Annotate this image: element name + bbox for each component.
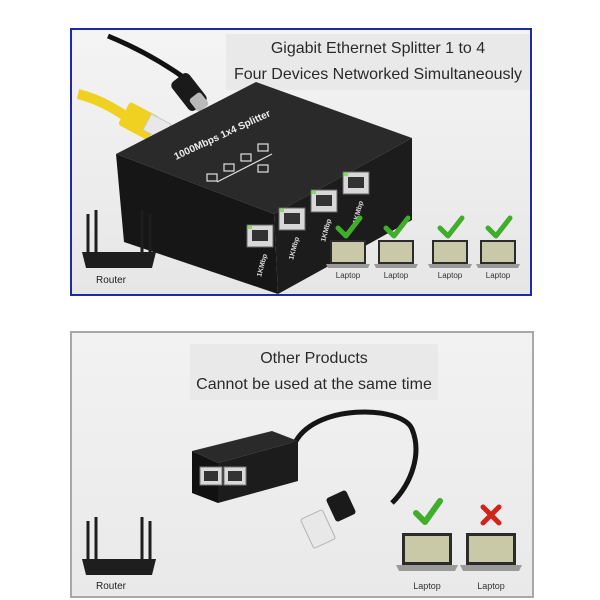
caption-title: Other Products	[260, 350, 368, 367]
router	[82, 210, 156, 268]
check-icon	[335, 215, 363, 239]
laptop-label-2: Laptop	[477, 581, 505, 591]
check-icon	[485, 215, 513, 239]
laptop-icon	[460, 533, 522, 571]
topology-icon	[206, 143, 273, 183]
usb-c-plug	[171, 73, 209, 112]
laptop-icon	[374, 240, 418, 268]
splitter-panel: Gigabit Ethernet Splitter 1 to 4 Four De…	[70, 28, 532, 296]
check-icon	[413, 498, 443, 525]
other-products-caption: Other Products Cannot be used at the sam…	[190, 344, 438, 400]
cross-icon	[480, 504, 502, 526]
splitter-caption: Gigabit Ethernet Splitter 1 to 4 Four De…	[226, 34, 530, 90]
laptop-icon	[326, 240, 370, 268]
check-icon	[383, 215, 411, 239]
caption-title: Gigabit Ethernet Splitter 1 to 4	[270, 40, 486, 57]
laptop-icon	[476, 240, 520, 268]
splitter-illustration	[76, 33, 412, 294]
caption-subtitle: Four Devices Networked Simultaneously	[233, 66, 523, 83]
laptop-row	[326, 215, 520, 268]
port-1	[246, 224, 274, 248]
laptop-icon	[428, 240, 472, 268]
laptop-label-1: Laptop	[335, 271, 361, 280]
port-4	[342, 171, 370, 195]
router-label: Router	[96, 275, 127, 286]
router	[82, 517, 156, 575]
check-icon	[437, 215, 465, 239]
laptop-label-1: Laptop	[413, 581, 441, 591]
port-2	[278, 207, 306, 231]
laptop-label-2: Laptop	[383, 271, 409, 280]
laptop-icon	[396, 533, 458, 571]
dual-port-adapter	[192, 431, 298, 503]
router-label: Router	[96, 581, 127, 592]
adapter-illustration	[82, 409, 522, 575]
laptop-label-4: Laptop	[485, 271, 511, 280]
laptop-label-3: Laptop	[437, 271, 463, 280]
splitter-device	[116, 82, 412, 294]
rj45-plug	[300, 490, 356, 549]
adapter-cable	[291, 409, 419, 505]
port-3	[310, 189, 338, 213]
caption-subtitle: Cannot be used at the same time	[196, 376, 432, 393]
other-products-panel: Other Products Cannot be used at the sam…	[70, 331, 534, 598]
